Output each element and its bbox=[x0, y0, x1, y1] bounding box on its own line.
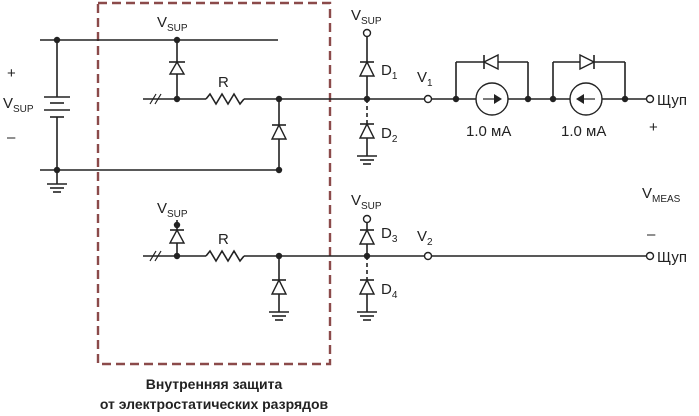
lower-resistor-label: R bbox=[218, 231, 229, 248]
lower-external-diodes bbox=[357, 214, 377, 321]
battery-vsup-label: VSUP bbox=[3, 95, 34, 115]
d3-label: D3 bbox=[381, 225, 398, 245]
lower-esd-vsup-label: VSUP bbox=[157, 200, 188, 220]
esd-protection-box bbox=[96, 1, 332, 366]
battery bbox=[40, 36, 278, 193]
vmeas-plus-label: + bbox=[649, 119, 658, 136]
caption-line-2: от электростатических разрядов bbox=[100, 396, 329, 412]
upper-esd-network bbox=[143, 36, 425, 174]
upper-resistor-label: R bbox=[218, 74, 229, 91]
v2-label: V2 bbox=[417, 228, 433, 248]
v2-terminal bbox=[423, 251, 433, 261]
lower-esd-network bbox=[143, 220, 425, 321]
probe-minus-label: Щуп bbox=[657, 249, 687, 266]
upper-external-diodes bbox=[357, 28, 377, 165]
current-source-1-label: 1.0 мА bbox=[466, 123, 511, 140]
battery-plus-label: + bbox=[7, 65, 16, 82]
v1-label: V1 bbox=[417, 69, 433, 89]
v1-terminal bbox=[423, 94, 433, 104]
current-source-network bbox=[432, 53, 655, 116]
probe-plus-label: Щуп bbox=[657, 92, 687, 109]
d2-label: D2 bbox=[381, 125, 398, 145]
probe-minus-terminal bbox=[645, 251, 655, 261]
current-source-2-label: 1.0 мА bbox=[561, 123, 606, 140]
upper-esd-vsup-label: VSUP bbox=[157, 14, 188, 34]
d4-label: D4 bbox=[381, 281, 398, 301]
battery-minus-label: – bbox=[7, 129, 16, 146]
vmeas-minus-label: – bbox=[647, 226, 656, 243]
d1-vsup-label: VSUP bbox=[351, 7, 382, 27]
vmeas-label: VMEAS bbox=[642, 185, 681, 205]
caption-line-1: Внутренняя защита bbox=[146, 376, 283, 392]
d3-vsup-label: VSUP bbox=[351, 192, 382, 212]
d1-label: D1 bbox=[381, 62, 398, 82]
